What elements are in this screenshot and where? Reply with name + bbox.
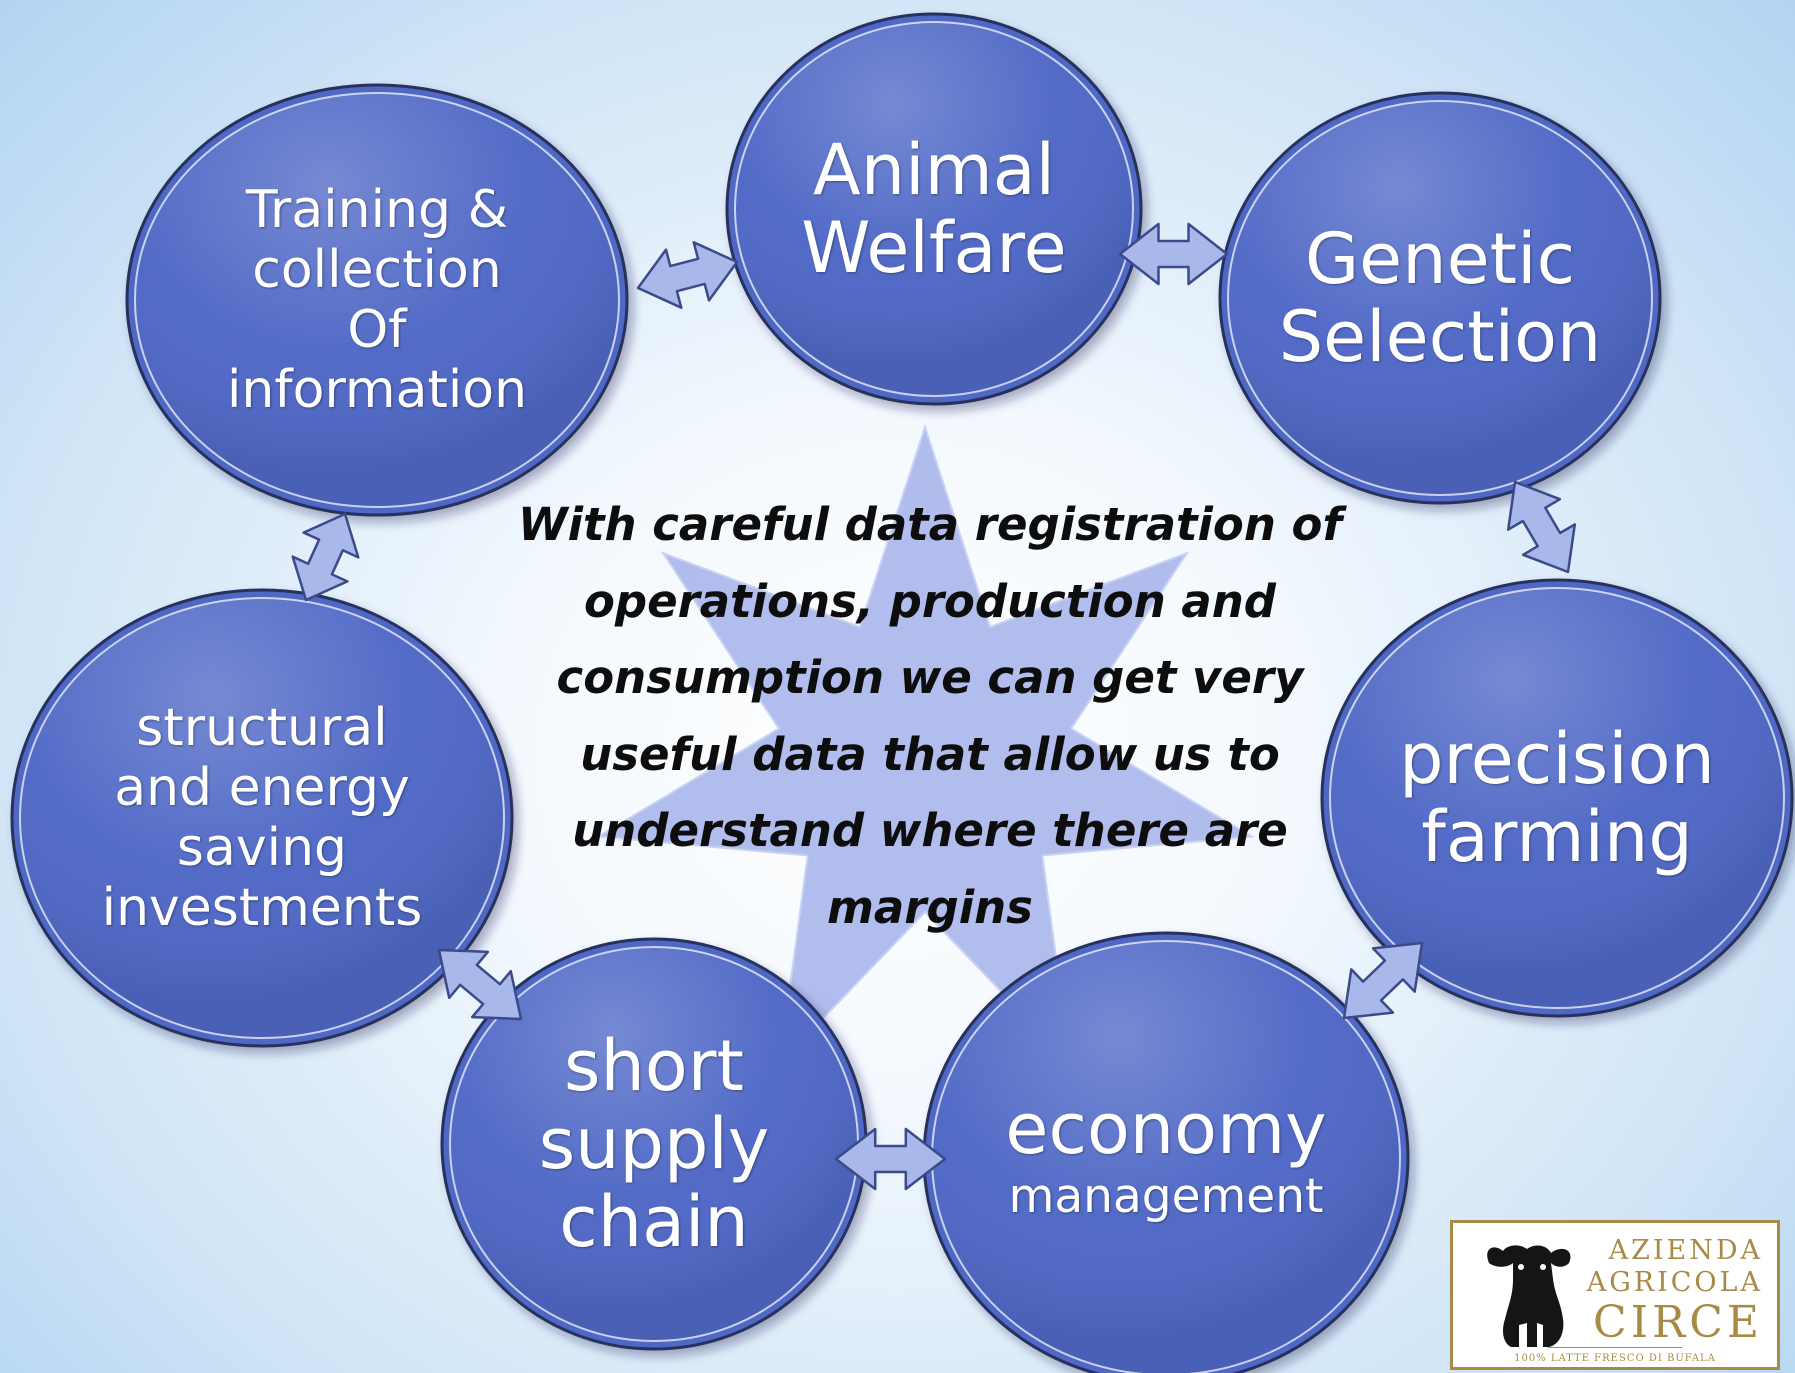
node-highlight	[134, 92, 620, 508]
logo-line-3: CIRCE	[1593, 1297, 1763, 1348]
node-label-line: saving	[176, 817, 348, 878]
node-label-line: Genetic	[1304, 218, 1576, 300]
logo-line-2: AGRICOLA	[1586, 1267, 1763, 1298]
node-label-line: economy	[1005, 1088, 1327, 1170]
node-label-line: Of	[347, 300, 407, 360]
arrow-structural-training-icon	[291, 512, 360, 602]
node-animal-welfare	[725, 12, 1143, 406]
node-label-line: short	[564, 1025, 744, 1107]
node-label-line: investments	[101, 877, 423, 938]
arrow-structural-short-icon	[437, 948, 523, 1021]
logo-divider	[1548, 1347, 1682, 1348]
arrow-training-animal-icon	[636, 241, 739, 309]
logo-tagline: 100% LATTE FRESCO DI BUFALA	[1514, 1353, 1716, 1364]
node-label-line: precision	[1399, 717, 1715, 800]
center-star-shape	[595, 423, 1255, 1067]
node-highlight	[1329, 587, 1785, 1009]
node-label-line: Welfare	[801, 207, 1067, 289]
node-label-line: management	[1008, 1169, 1324, 1224]
arrow-precision-economy-icon	[1342, 941, 1424, 1020]
node-label-line: information	[226, 360, 528, 420]
node-label-line: farming	[1421, 795, 1693, 878]
node-training-collection	[125, 83, 629, 517]
arrow-short-economy-icon	[834, 1127, 947, 1191]
buffalo-icon	[1487, 1245, 1571, 1347]
node-precision-farming	[1320, 578, 1794, 1018]
node-label-line: Animal	[812, 129, 1056, 211]
logo-line-1: AZIENDA	[1608, 1235, 1763, 1266]
node-label-line: supply	[538, 1103, 770, 1185]
node-genetic-selection	[1218, 91, 1662, 505]
center-statement: With careful data registration of operat…	[517, 498, 1343, 934]
node-label-line: Selection	[1278, 296, 1602, 378]
node-label-line: chain	[559, 1181, 749, 1263]
arrow-genetic-precision-icon	[1506, 480, 1577, 574]
node-highlight	[1227, 100, 1653, 496]
node-label-line: and energy	[114, 757, 410, 818]
node-highlight	[19, 597, 505, 1039]
arrow-animal-genetic-icon	[1118, 222, 1229, 286]
node-label-line: structural	[136, 697, 388, 758]
node-label-line: Training &	[245, 180, 509, 240]
node-structural-investments	[10, 588, 514, 1048]
node-highlight	[734, 21, 1134, 397]
company-logo: AZIENDA AGRICOLA CIRCE 100% LATTE FRESCO…	[1450, 1220, 1780, 1370]
node-economy-management	[922, 931, 1410, 1373]
node-short-supply-chain	[440, 937, 868, 1351]
node-label-line: collection	[252, 240, 502, 300]
